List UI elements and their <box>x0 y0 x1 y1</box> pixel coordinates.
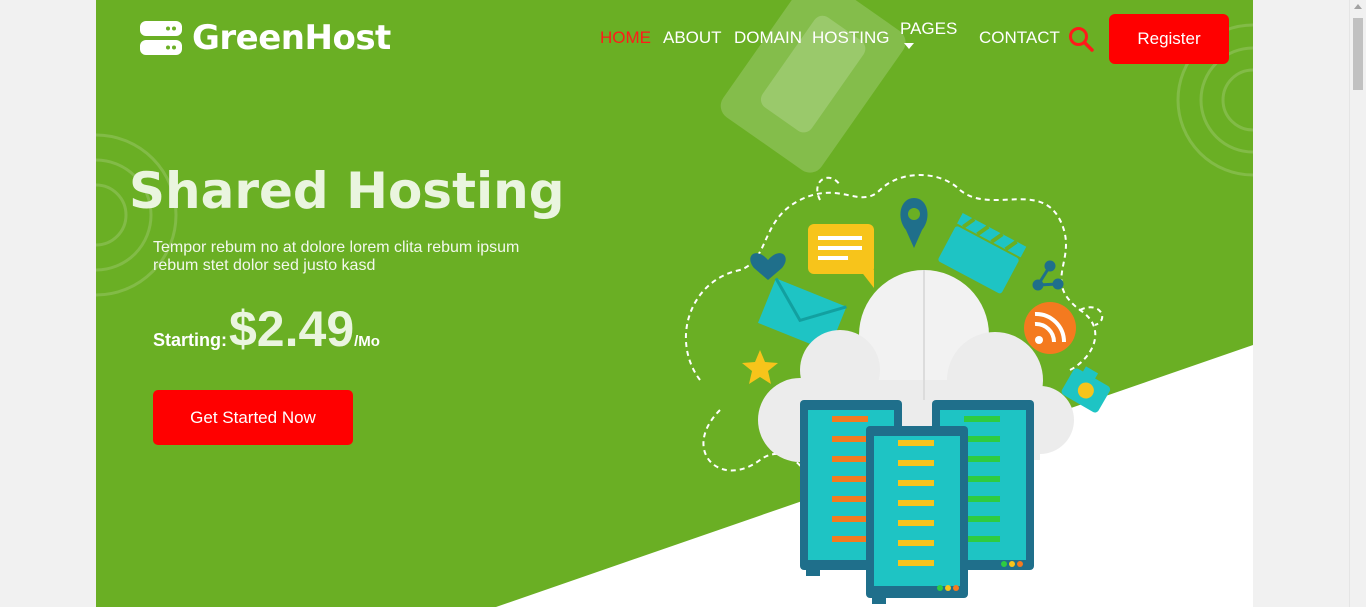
caret-down-icon <box>904 43 914 49</box>
nav-item-hosting[interactable]: HOSTING <box>812 28 890 47</box>
nav-item-home[interactable]: HOME <box>600 28 651 47</box>
camera-icon <box>1061 366 1111 413</box>
nav-item-domain[interactable]: DOMAIN <box>734 28 802 47</box>
rss-icon <box>1024 302 1076 354</box>
heart-icon <box>750 253 786 280</box>
server-icon <box>800 400 1034 604</box>
price-unit: /Mo <box>354 333 380 350</box>
brand-name: GreenHost <box>192 18 391 58</box>
chat-icon <box>808 224 874 288</box>
nav-item-pages[interactable]: PAGES <box>900 19 958 49</box>
hosting-illustration <box>684 174 1111 604</box>
hero-title: Shared Hosting <box>129 162 565 220</box>
location-pin-icon <box>900 198 928 248</box>
scrollbar-thumb[interactable] <box>1353 18 1363 90</box>
brand-logo[interactable]: GreenHost <box>140 18 391 58</box>
search-icon[interactable] <box>1068 26 1094 52</box>
price-row: Starting: $2.49 /Mo <box>153 300 380 358</box>
nav-item-contact[interactable]: CONTACT <box>979 28 1060 47</box>
register-button[interactable]: Register <box>1109 14 1229 64</box>
star-icon <box>742 350 778 384</box>
server-stack-icon <box>140 21 182 55</box>
hero-subtitle: Tempor rebum no at dolore lorem clita re… <box>153 239 520 274</box>
clapperboard-icon <box>938 212 1027 294</box>
price-value: $2.49 <box>229 301 355 357</box>
share-icon <box>1032 260 1064 291</box>
price-label: Starting: <box>153 330 227 350</box>
page-scrollbar[interactable] <box>1349 0 1366 607</box>
get-started-button[interactable]: Get Started Now <box>153 390 353 445</box>
mail-icon <box>758 277 847 352</box>
scroll-up-icon[interactable] <box>1354 4 1362 9</box>
hero-section <box>96 0 1253 607</box>
nav-item-pages-label: PAGES <box>900 19 958 38</box>
nav-item-about[interactable]: ABOUT <box>663 28 722 47</box>
